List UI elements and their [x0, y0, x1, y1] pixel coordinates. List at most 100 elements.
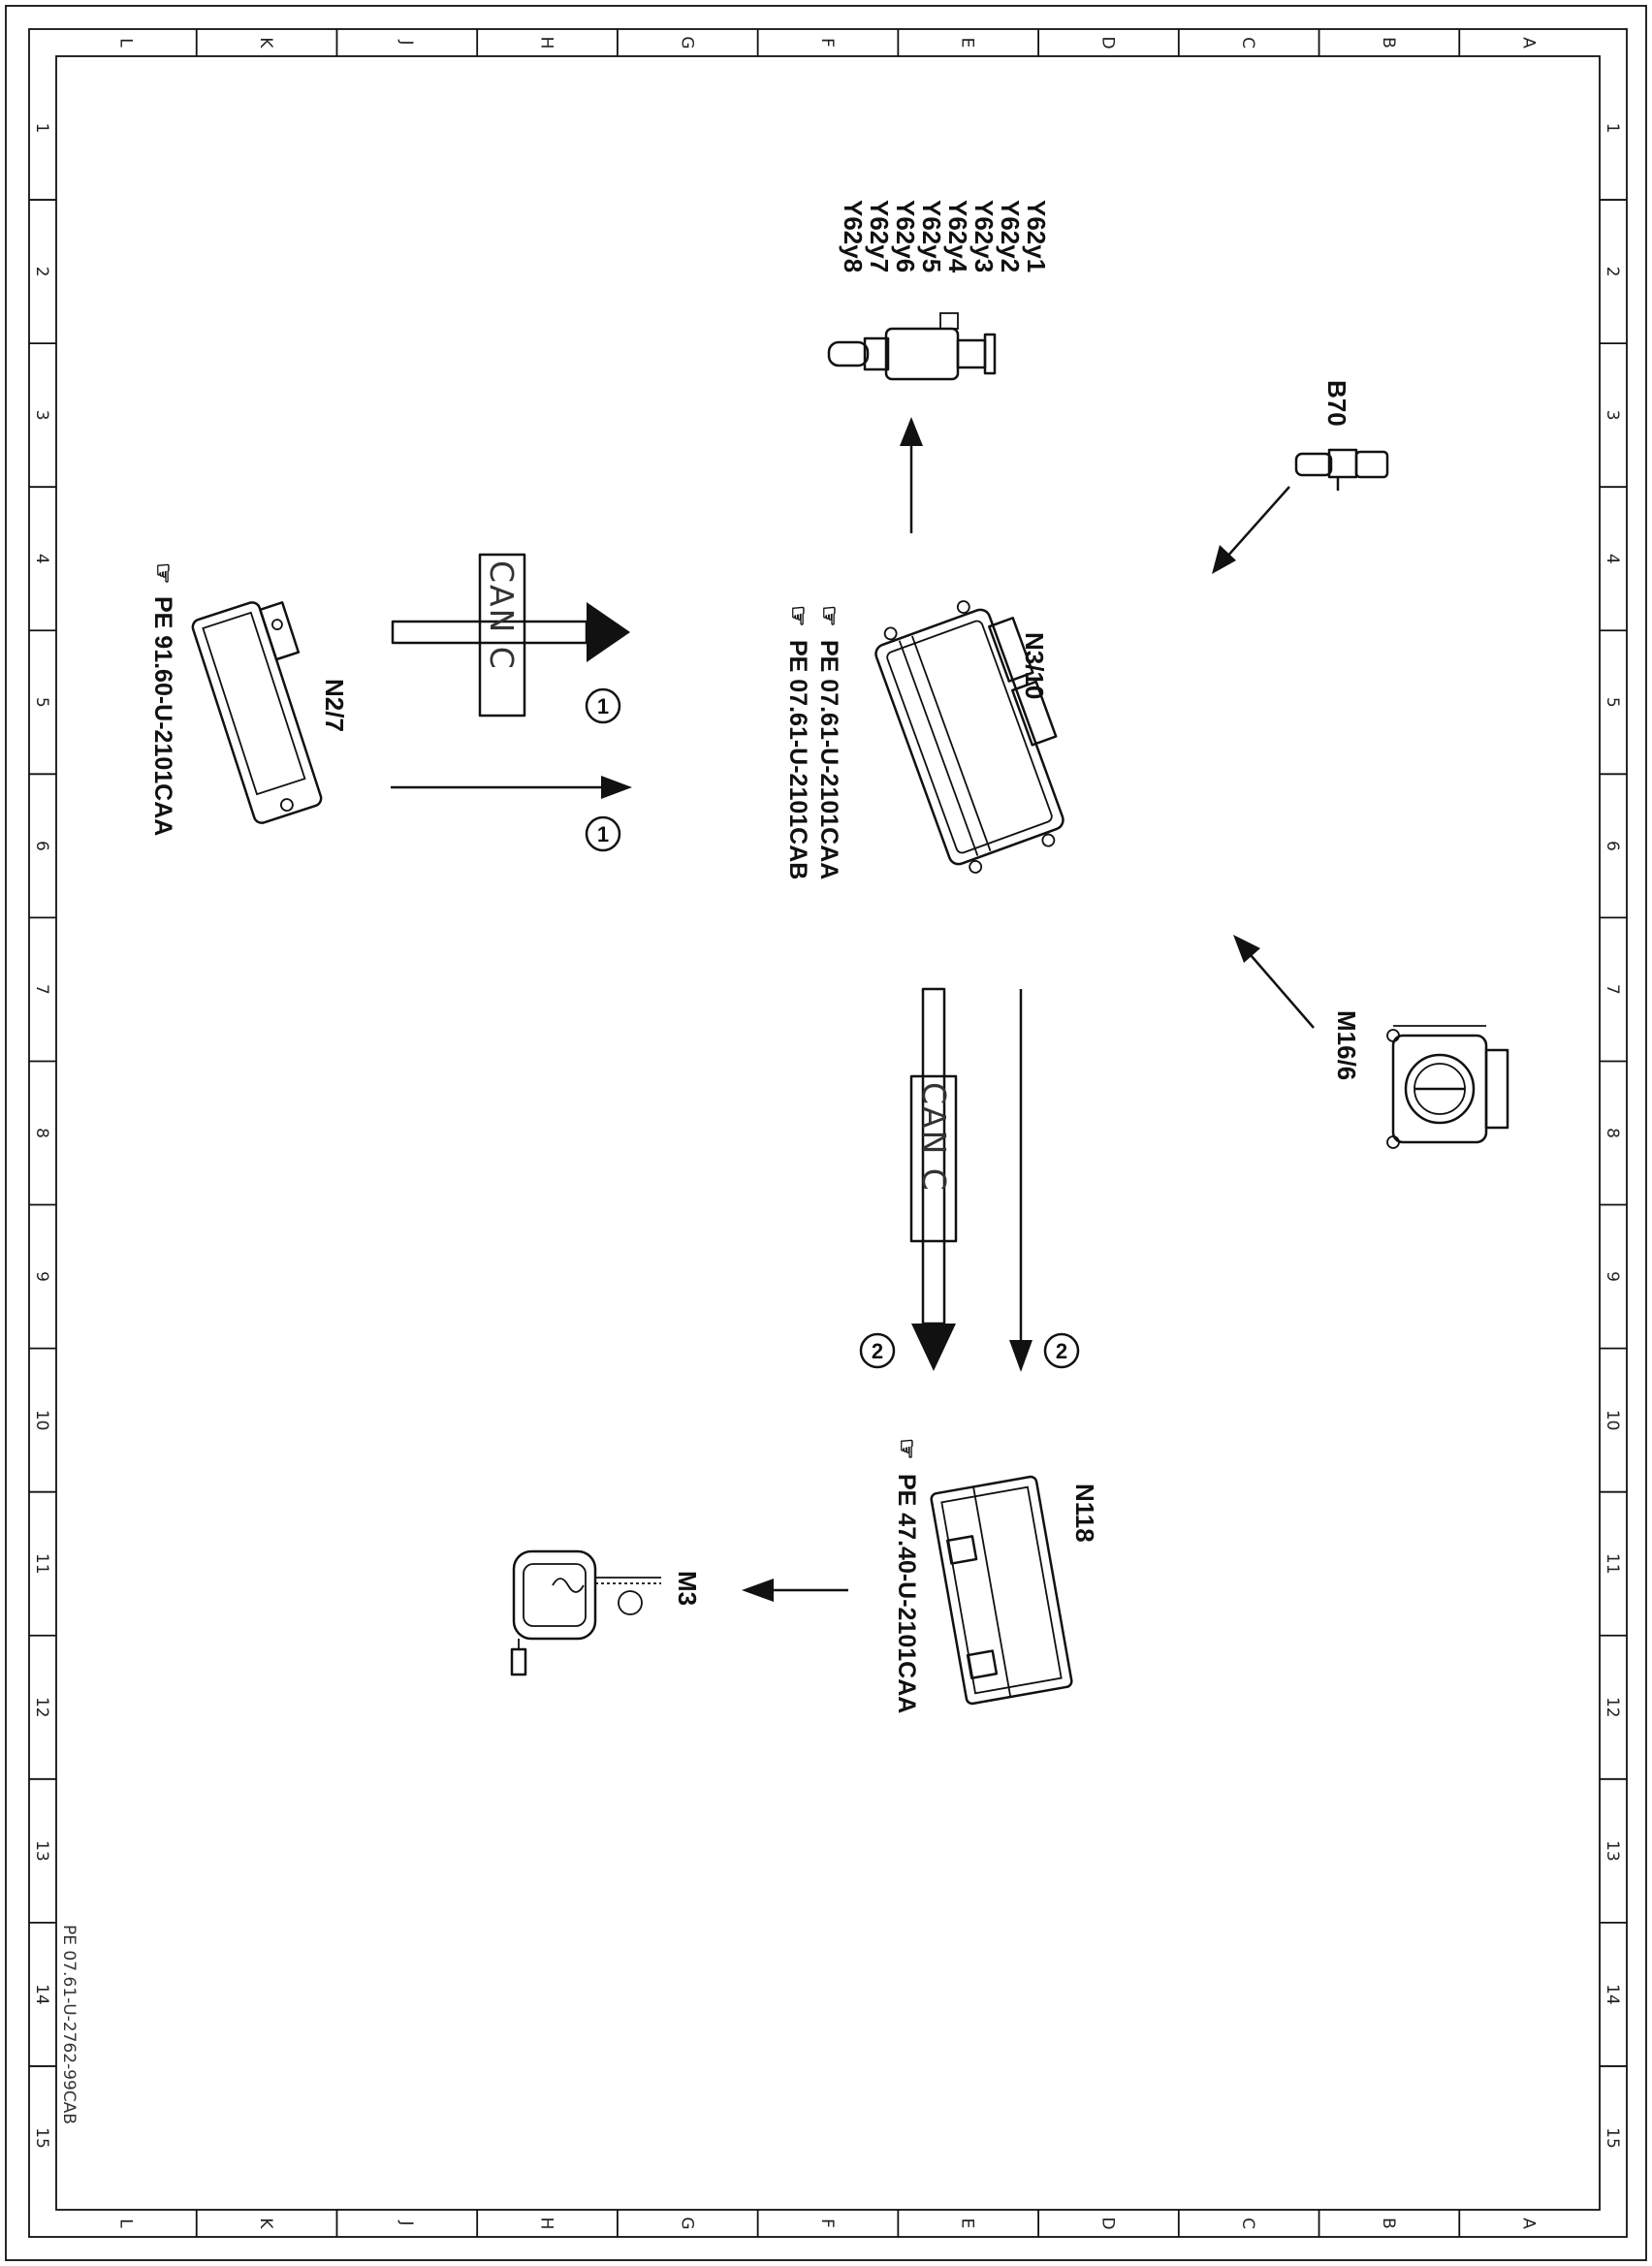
n2-7-control-unit[interactable]: N2/7 ☞ PE 91.60-U-2101CAA [149, 562, 349, 836]
n3-10-pe-ref-1[interactable]: PE 07.61-U-2101CAA [815, 640, 842, 879]
grid-row-label: 14 [1603, 1984, 1622, 2005]
control-unit-icon [874, 600, 1064, 874]
grid-column-label: F [817, 38, 837, 48]
b70-sensor[interactable]: B70 [1294, 380, 1389, 491]
grid-row-label: 2 [1603, 267, 1622, 277]
grid-column-label: E [958, 38, 977, 48]
throttle-valve-icon [1386, 1025, 1509, 1149]
grid-row-label: 14 [32, 1984, 51, 2005]
grid-row-label: 10 [32, 1410, 51, 1431]
y62-injector-label: Y62y3 [969, 200, 999, 272]
arrow-from-m16-6 [1233, 935, 1315, 1029]
svg-text:1: 1 [597, 694, 609, 718]
marker-2-b: 2 [1043, 1332, 1080, 1369]
svg-text:2: 2 [872, 1339, 883, 1363]
n118-label: N118 [1070, 1484, 1099, 1543]
grid-row-label: 13 [1603, 1840, 1622, 1862]
n3-10-label: N3/10 [1020, 632, 1049, 699]
grid-column-label: K [256, 2218, 275, 2229]
svg-text:2: 2 [1056, 1339, 1067, 1363]
fuel-pump-module-icon [930, 1475, 1073, 1706]
grid-row-label: 1 [1603, 123, 1622, 134]
grid-row-label: 11 [32, 1553, 51, 1575]
grid-column-label: B [1379, 2218, 1398, 2229]
grid-column-label: C [1238, 2218, 1257, 2229]
grid-column-label: J [397, 2219, 416, 2225]
hand-pointer-icon: ☞ [893, 1438, 920, 1459]
grid-row-label: 13 [32, 1840, 51, 1862]
grid-row-label: 11 [1603, 1553, 1622, 1575]
grid-row-label: 3 [32, 410, 51, 421]
signal-line-n3-10-to-n118 [1009, 989, 1032, 1372]
y62-injector-label: Y62y5 [917, 200, 946, 272]
n3-10-pe-ref-2[interactable]: PE 07.61-U-2101CAB [784, 640, 811, 879]
b70-label: B70 [1322, 380, 1351, 427]
m16-6-throttle-actuator[interactable]: M16/6 [1332, 1010, 1509, 1149]
arrow-to-m3 [742, 1579, 848, 1602]
y62-injector-label: Y62y4 [943, 200, 972, 273]
grid-row-label: 5 [1603, 697, 1622, 708]
m16-6-label: M16/6 [1332, 1010, 1361, 1080]
n3-10-pe-refs: ☞ PE 07.61-U-2101CAA ☞ PE 07.61-U-2101CA… [784, 605, 842, 879]
marker-1-a: 1 [585, 687, 621, 724]
y62-injector-label: Y62y2 [996, 200, 1025, 272]
grid-column-label: D [1097, 2217, 1117, 2229]
grid-row-label: 7 [1603, 984, 1622, 995]
can-c-bus-n3-10-to-n118: CAN C [909, 987, 958, 1371]
grid-column-label: L [115, 2218, 135, 2228]
grid-row-label: 4 [1603, 554, 1622, 564]
grid-row-label: 3 [1603, 410, 1622, 421]
grid-column-label: F [817, 2218, 837, 2228]
grid-column-label: L [115, 38, 135, 48]
grid-column-label: H [537, 37, 556, 49]
y62-injector-label: Y62y6 [891, 200, 920, 272]
marker-1-b: 1 [585, 815, 621, 852]
hand-pointer-icon: ☞ [815, 605, 842, 626]
hand-pointer-icon: ☞ [784, 605, 811, 626]
grid-column-label: G [677, 36, 696, 48]
grid-row-label: 15 [32, 2127, 51, 2149]
grid-row-label: 7 [32, 984, 51, 995]
grid-row-label: 8 [1603, 1128, 1622, 1138]
fuel-pump-icon [510, 1549, 661, 1676]
n3-10-control-unit[interactable]: N3/10 ☞ PE 07.61-U-2101CAA ☞ PE 07.61-U-… [784, 587, 1091, 879]
can-c-bus-n2-7-to-n3-10: CAN C [391, 553, 630, 718]
m3-label: M3 [673, 1571, 702, 1606]
grid-row-label: 10 [1603, 1410, 1622, 1431]
injector-icon [827, 312, 997, 381]
grid-ticks [29, 29, 1627, 2237]
document-id: PE 07.61-U-2762-99CAB [59, 1925, 79, 2124]
grid-column-label: A [1519, 2218, 1539, 2229]
n2-7-pe-ref[interactable]: PE 91.60-U-2101CAA [149, 596, 176, 836]
grid-row-label: 8 [32, 1128, 51, 1138]
signal-line-n2-7-to-n3-10 [391, 776, 632, 799]
y62-injector-label: Y62y1 [1022, 200, 1051, 272]
y62-injector-label: Y62y7 [865, 200, 894, 272]
m3-fuel-pump[interactable]: M3 [510, 1549, 702, 1676]
grid-row-label: 6 [1603, 841, 1622, 851]
crankshaft-sensor-icon [1294, 448, 1389, 491]
grid-row-label: 12 [32, 1697, 51, 1718]
grid-row-label: 9 [32, 1271, 51, 1282]
hand-pointer-icon: ☞ [149, 562, 176, 584]
grid-row-label: 2 [32, 267, 51, 277]
grid-row-label: 9 [1603, 1271, 1622, 1282]
grid-column-label: A [1519, 37, 1539, 48]
grid-row-label: 4 [32, 554, 51, 564]
n118-pe-ref[interactable]: PE 47.40-U-2101CAA [893, 1474, 920, 1713]
grid-row-label: 1 [32, 123, 51, 134]
grid-column-label: K [256, 37, 275, 48]
y62-injector-label: Y62y8 [839, 200, 868, 272]
grid-column-label: C [1238, 37, 1257, 48]
marker-2-a: 2 [859, 1332, 896, 1369]
can-c-label-bottom: CAN C [915, 1082, 953, 1193]
grid-column-label: E [958, 2218, 977, 2229]
grid-column-label: H [537, 2218, 556, 2230]
arrow-to-injectors [900, 417, 923, 533]
n118-control-unit[interactable]: N118 ☞ PE 47.40-U-2101CAA [893, 1438, 1099, 1713]
grid-row-label: 15 [1603, 2127, 1622, 2149]
